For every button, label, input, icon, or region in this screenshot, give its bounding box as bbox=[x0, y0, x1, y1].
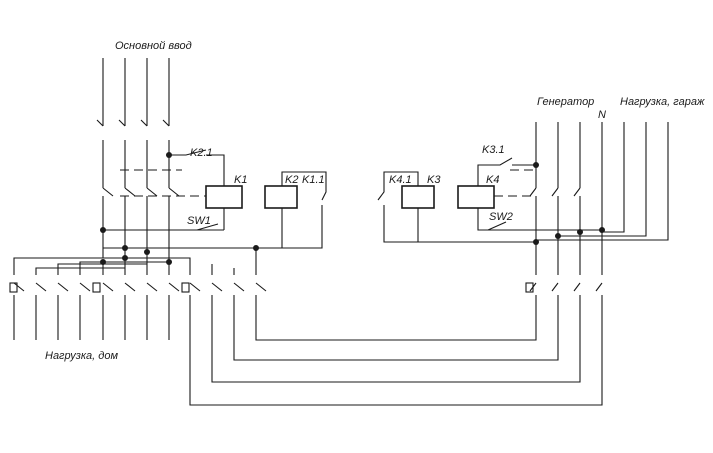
label-sw1: SW1 bbox=[187, 215, 211, 227]
label-generator: Генератор bbox=[537, 96, 594, 108]
label-k3-1: K3.1 bbox=[482, 144, 505, 156]
label-k2: K2 bbox=[285, 174, 298, 186]
house-load-breakers bbox=[9, 196, 190, 340]
k1-contactor bbox=[103, 149, 327, 249]
generator-input-lines bbox=[525, 122, 603, 293]
label-sw2: SW2 bbox=[489, 211, 513, 223]
breaker-handle-1 bbox=[9, 282, 18, 293]
k3-k4-contactors bbox=[377, 157, 602, 243]
main-input-lines bbox=[96, 58, 180, 197]
junction-dots bbox=[100, 152, 605, 265]
label-main-input: Основной ввод bbox=[115, 40, 192, 52]
label-load-garage: Нагрузка, гараж bbox=[620, 96, 705, 108]
label-k4: K4 bbox=[486, 174, 499, 186]
breaker-handle-2 bbox=[92, 282, 101, 293]
k4-coil bbox=[457, 185, 495, 209]
k2-coil bbox=[264, 185, 298, 209]
label-k2-1: K2.1 bbox=[190, 147, 213, 159]
label-k1: K1 bbox=[234, 174, 247, 186]
generator-transfer-breaker bbox=[103, 248, 603, 406]
breaker-handle-3 bbox=[181, 282, 190, 293]
breaker-handle-4 bbox=[525, 282, 534, 293]
label-k4-1: K4.1 bbox=[389, 174, 412, 186]
k1-coil bbox=[205, 185, 243, 209]
label-k3: K3 bbox=[427, 174, 441, 186]
k3-coil bbox=[401, 185, 435, 209]
label-load-house: Нагрузка, дом bbox=[45, 350, 118, 362]
garage-load-lines bbox=[536, 122, 669, 241]
label-neutral: N bbox=[598, 109, 606, 121]
label-k1-1: K1.1 bbox=[302, 174, 325, 186]
